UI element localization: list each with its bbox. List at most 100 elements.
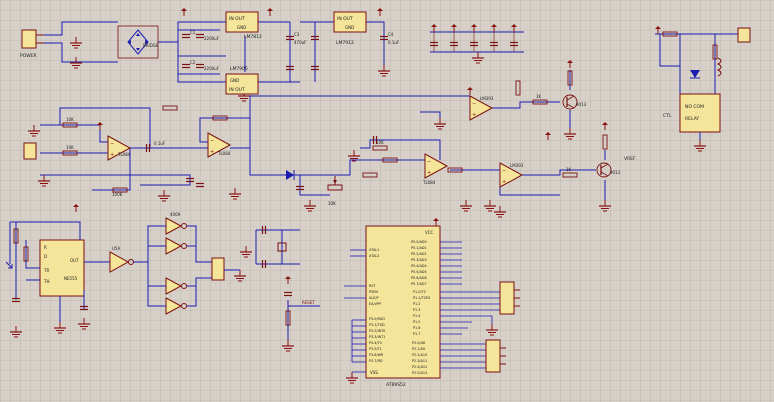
mcu-right-pin: P0.5/AD5 [411, 270, 427, 274]
mcu-pin-lines [344, 241, 500, 373]
ne555-pin-r: R [44, 245, 47, 250]
regulator-7905: GND IN OUT LM7905 [225, 66, 259, 95]
r-base2-value: 1K [566, 167, 572, 172]
mcu-left-pin: EA/VPP [369, 302, 381, 306]
cap4-value: 0.1uF [388, 40, 400, 45]
ne555-passives [5, 203, 91, 338]
inverter-chain: U5A 4069 [109, 212, 247, 315]
u5b-label: 4069 [170, 212, 181, 217]
mcu-left-pin: ALE/P [369, 296, 379, 300]
input-connector-1 [23, 142, 37, 160]
transistor-q1: 9013 [562, 94, 587, 110]
opamp-2: TL084 [207, 132, 231, 158]
signal-resistors: 10K 10K 100K 10K 1K 1K 10K [62, 70, 608, 206]
bridge-label: BRIDGE [143, 43, 159, 48]
pot-value: 10K [328, 201, 336, 206]
mcu-left-pin: P3.0/RXD [369, 317, 385, 321]
mcu-right-pin: P1.2 [413, 302, 420, 306]
power-connector: POWER [20, 29, 44, 59]
reg3-gnd: GND [345, 25, 354, 30]
mcu-left-pin: P3.7/RD [369, 359, 383, 363]
cap2-value: 2200uF [204, 66, 220, 71]
reg1-gnd: GND [237, 25, 246, 30]
q2-label: 9013 [610, 170, 621, 175]
diode-d1 [286, 170, 295, 180]
relay-label: RELAY [685, 116, 699, 122]
bridge-rectifier: BRIDGE [117, 25, 159, 59]
mcu-left-pin: RST [369, 284, 377, 288]
opamp-1: TL084 [107, 135, 131, 161]
reset-label: RESET [302, 300, 315, 305]
mcu-left-pin: XTAL1 [369, 248, 379, 252]
ne555-timer: R D TR TH OUT NE555 [39, 239, 85, 297]
opamp2-label: TL084 [217, 151, 231, 156]
mcu-at89s52: VCC VSS AT89S52 XTAL1 XTAL2 RST PSEN ALE… [365, 225, 441, 388]
mcu-right-pin: P1.3 [413, 308, 420, 312]
header-p1 [499, 281, 520, 315]
mcu-left-pin: XTAL2 [369, 254, 379, 258]
opamp4-label: TL084 [422, 180, 436, 185]
mcu-right-pin: P1.7 [413, 332, 420, 336]
mcu-right-pin: P1.6 [413, 326, 420, 330]
reg2-pins: IN OUT [229, 87, 245, 93]
mcu-left-pin: PSEN [369, 290, 378, 294]
mcu-right-pin: P0.3/AD3 [411, 258, 427, 262]
mcu-right-pin: P2.5/A13 [412, 371, 427, 375]
mcu-right-pin: P1.1/T2EX [413, 296, 431, 300]
mcu-right-pin: P0.0/AD0 [411, 240, 427, 244]
mcu-right-pin: P2.3/A11 [412, 359, 427, 363]
opamp1-label: TL084 [117, 152, 131, 157]
cap3-value: 470uF [294, 40, 307, 45]
out-label: VREF [624, 156, 636, 162]
reg2-label: LM7905 [230, 66, 248, 72]
decoupling-bank [429, 23, 524, 64]
reg1-pins: IN OUT [229, 16, 245, 22]
r-in2-value: 10K [66, 145, 74, 150]
cap4-label: C4 [388, 32, 394, 37]
ne555-pin-th: TH [43, 279, 49, 284]
mcu-right-pin: P0.1/AD1 [411, 246, 427, 250]
relay-ctl: CTL [663, 113, 672, 119]
cap2-label: C2 [190, 60, 196, 65]
mcu-left-pin: P3.4/T0 [369, 341, 382, 345]
signal-wiring [40, 70, 606, 200]
mcu-right-pin: P0.7/AD7 [411, 282, 427, 286]
cap1-label: C1 [190, 30, 196, 35]
u5a-label: U5A [112, 246, 120, 251]
potentiometer [327, 176, 343, 191]
ne555-pin-tr: TR [43, 268, 49, 273]
mcu-right-pin: P1.0/T2 [413, 290, 426, 294]
mcu-left-pin: P3.3/INT1 [369, 335, 385, 339]
opamp-5: LM393 [499, 162, 524, 188]
coupling-cap-value: 0.1uF [154, 141, 166, 146]
reg3-pins: IN OUT [337, 16, 353, 22]
mcu-vss-label: VSS [370, 370, 378, 375]
r-mid-value: 10K [376, 140, 384, 145]
r-fb-value: 100K [112, 192, 123, 197]
r-in1-value: 10K [66, 117, 74, 122]
mcu-right-pin: P1.5 [413, 320, 420, 324]
ne555-pin-d: D [44, 254, 47, 259]
power-wiring [44, 21, 385, 83]
mcu-left-pin: P3.2/INT0 [369, 329, 385, 333]
cap3-label: C3 [294, 32, 300, 37]
filter-capacitors: C1 2200uF C2 2200uF C3 470uF C4 0.1uF [181, 30, 400, 71]
mcu-right-pin: P0.2/AD2 [411, 252, 427, 256]
reg1-label: LM7812 [244, 34, 262, 40]
mcu-right-pin: P2.0/A8 [412, 341, 425, 345]
opamp5-label: LM393 [510, 163, 524, 168]
opamp3-label: LM393 [480, 96, 494, 101]
header-p2 [485, 339, 506, 373]
reg3-label: LM7912 [336, 40, 354, 46]
mcu-right-pin: P1.4 [413, 314, 420, 318]
signal-capacitors: 0.1uF [145, 135, 378, 191]
mcu-left-pin: P3.5/T1 [369, 347, 382, 351]
transistor-q2: 9013 [596, 162, 621, 178]
r-base-value: 1K [536, 94, 542, 99]
q1-label: 9013 [576, 102, 587, 107]
mcu-vcc-label: VCC [425, 230, 434, 235]
relay-section: NO COM RELAY CTL [654, 25, 751, 152]
power-label: POWER [20, 53, 37, 59]
mcu-label: AT89S52 [386, 382, 406, 388]
